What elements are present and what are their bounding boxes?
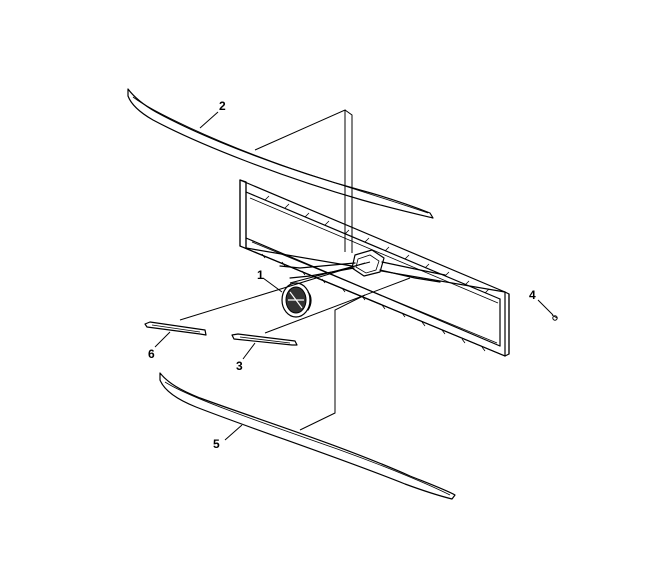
fastener-pin: [551, 314, 558, 321]
callout-5: 5: [213, 437, 220, 451]
leader-lines: [154, 109, 554, 441]
grille-panel: [239, 179, 510, 357]
callout-3: 3: [236, 359, 243, 373]
callout-4: 4: [529, 288, 536, 302]
upper-molding-strip: [127, 88, 434, 219]
callout-labels: 1 2 3 4 5 6: [148, 99, 536, 451]
lower-molding-strip: [159, 372, 456, 500]
emblem: [281, 282, 312, 318]
left-trim-strip: [144, 321, 207, 336]
callout-1: 1: [257, 268, 264, 282]
right-trim-strip: [231, 333, 298, 346]
callout-2: 2: [219, 99, 226, 113]
callout-6: 6: [148, 347, 155, 361]
